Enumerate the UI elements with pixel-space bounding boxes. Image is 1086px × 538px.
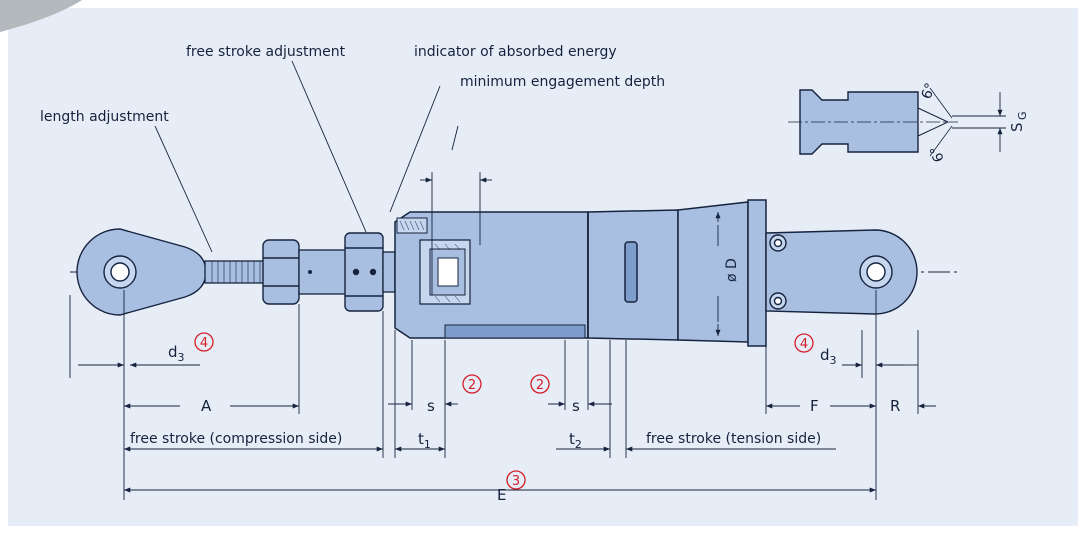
label-angle-top: 6° — [919, 81, 939, 101]
indicator-hatch — [399, 220, 461, 303]
sg-dim — [952, 92, 1006, 152]
label-diameter-d: ø D — [724, 258, 740, 282]
footnote-4-right: 4 — [794, 333, 814, 353]
engagement-depth-dim — [420, 172, 492, 295]
adjusting-sleeve — [298, 249, 348, 295]
dim-s-right: s — [572, 397, 580, 415]
label-free-stroke-adjustment: free stroke adjustment — [186, 44, 346, 60]
adjustment-collar — [344, 232, 384, 312]
dim-t2: t2 — [569, 430, 582, 451]
extension-lines — [69, 290, 919, 500]
dim-free-stroke-compression: free stroke (compression side) — [130, 431, 342, 447]
svg-text:2: 2 — [536, 378, 544, 393]
label-sg: S — [1008, 122, 1026, 132]
lock-nut — [262, 239, 300, 305]
dim-free-stroke-tension: free stroke (tension side) — [646, 431, 821, 447]
dim-t1: t1 — [418, 430, 431, 451]
svg-text:4: 4 — [200, 336, 208, 351]
svg-text:4: 4 — [800, 337, 808, 352]
cylinder-body — [394, 201, 749, 343]
label-minimum-engagement-depth: minimum engagement depth — [460, 74, 665, 90]
dim-s-left: s — [427, 397, 435, 415]
svg-text:3: 3 — [512, 474, 520, 489]
left-rod-eye — [76, 228, 207, 316]
rod-threads — [211, 261, 261, 283]
footnote-2-right: 2 — [530, 374, 550, 394]
dim-d3-right: d3 — [820, 346, 837, 367]
label-angle-bottom: 6° — [927, 144, 947, 164]
piston-rod — [382, 251, 396, 293]
dim-r: R — [890, 397, 900, 415]
corner-decoration — [0, 0, 82, 32]
dim-a: A — [201, 397, 212, 415]
label-indicator-absorbed-energy: indicator of absorbed energy — [414, 44, 617, 60]
dim-f: F — [810, 397, 819, 415]
dimension-lines — [78, 362, 936, 493]
end-flange — [747, 199, 767, 347]
right-rod-eye — [765, 229, 918, 315]
label-length-adjustment: length adjustment — [40, 109, 169, 125]
svg-text:2: 2 — [468, 378, 476, 393]
inset-detail — [788, 87, 958, 157]
footnote-4-left: 4 — [194, 332, 214, 352]
dim-d3-left: d3 — [168, 343, 185, 364]
footnote-3: 3 — [506, 470, 526, 490]
leader-lines — [154, 60, 459, 253]
label-sg-sub: G — [1016, 111, 1029, 120]
footnote-2-left: 2 — [462, 374, 482, 394]
dim-e: E — [497, 486, 506, 504]
